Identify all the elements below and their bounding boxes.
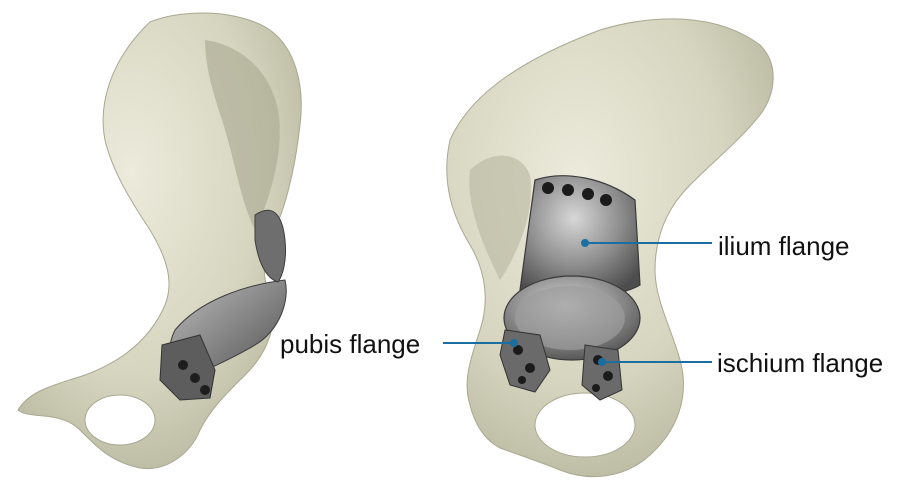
ilium-flange-label: ilium flange: [718, 233, 850, 259]
screw-hole: [518, 376, 526, 384]
right-obturator-foramen: [535, 393, 635, 457]
screw-hole: [525, 363, 535, 373]
screw-hole: [562, 184, 574, 196]
screw-hole: [603, 371, 613, 381]
ischium-leader-dot: [599, 359, 605, 365]
screw-hole: [582, 188, 594, 200]
screw-hole: [542, 182, 554, 194]
screw-hole: [200, 385, 210, 395]
pubis-leader-dot: [511, 340, 517, 346]
screw-hole: [600, 194, 612, 206]
ischium-flange-label: ischium flange: [717, 350, 883, 376]
ilium-leader-dot: [582, 240, 588, 246]
left-pelvis-view: [18, 13, 301, 469]
screw-hole: [592, 384, 600, 392]
left-obturator-foramen: [85, 395, 155, 445]
screw-hole: [190, 373, 200, 383]
pubis-flange-label: pubis flange: [280, 331, 420, 357]
screw-hole: [178, 360, 188, 370]
